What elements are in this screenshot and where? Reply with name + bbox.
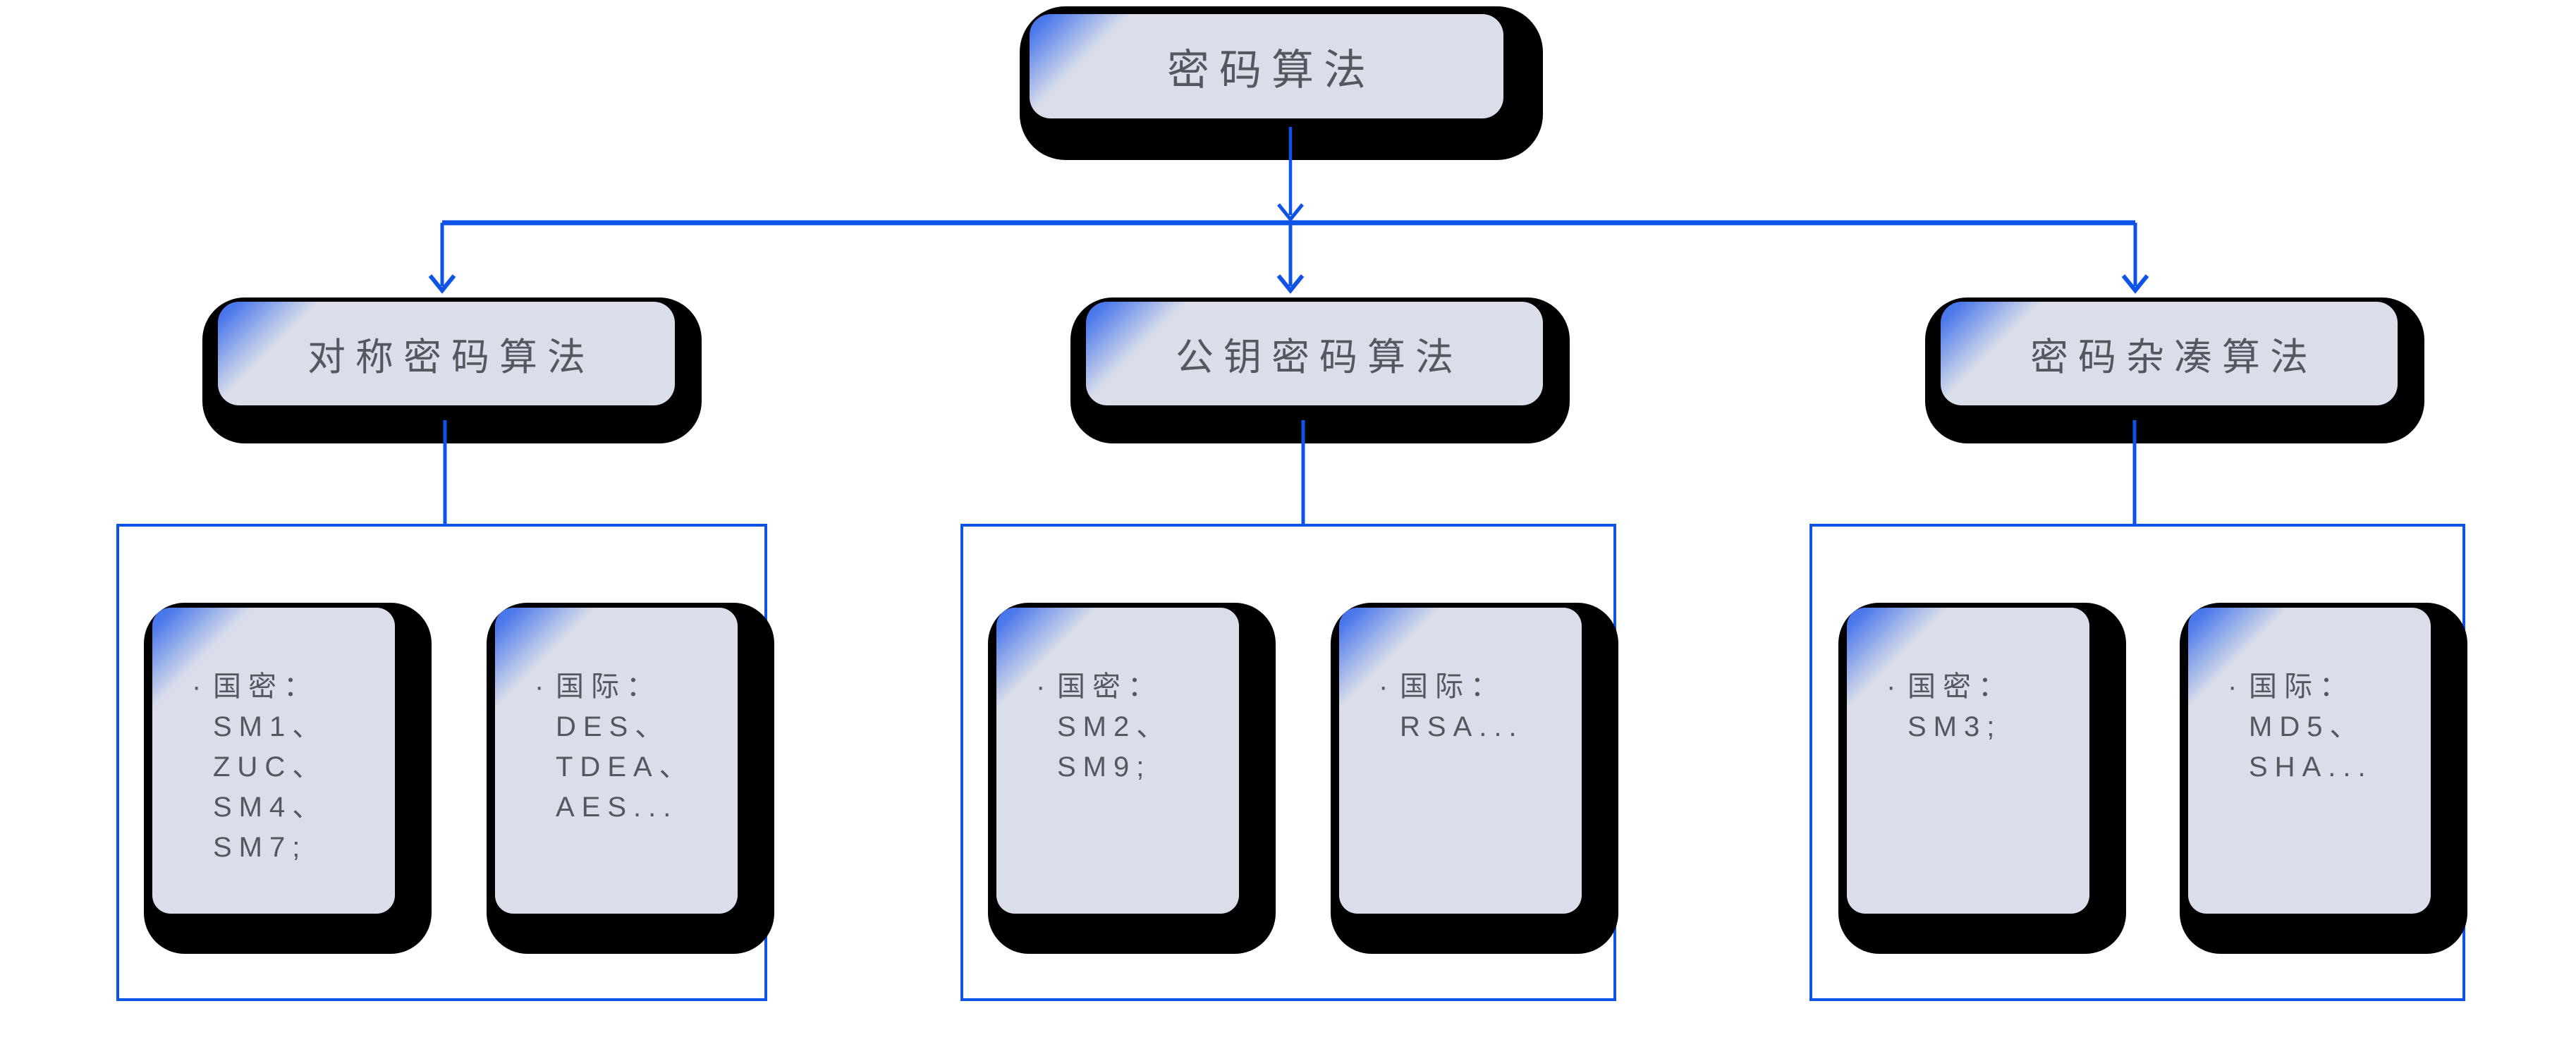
bullet-dot: · <box>2228 671 2238 702</box>
card-title-line: · 国际： <box>2228 667 2425 707</box>
arrowhead-right-down-icon <box>2121 274 2149 294</box>
group-public-key: · 国密： SM2、 SM9; · 国际： RSA... <box>960 524 1616 1001</box>
card-title-line: · 国际： <box>1379 667 1576 707</box>
bullet-dot: · <box>192 671 202 702</box>
card-title: 国际： <box>1400 671 1506 702</box>
arrowhead-root-down-icon <box>1277 203 1304 222</box>
card-item: ZUC、 <box>213 752 328 783</box>
card-title: 国密： <box>1057 671 1163 702</box>
card-item: SM4、 <box>213 792 328 823</box>
card-item: SM1、 <box>213 711 328 742</box>
node-symmetric-label: 对称密码算法 <box>307 336 595 379</box>
card-item: SM7; <box>213 832 307 863</box>
bullet-dot: · <box>535 671 544 702</box>
card-item: SM2、 <box>1057 711 1172 742</box>
card-symmetric-intl: · 国际： DES、 TDEA、 AES... <box>495 608 738 914</box>
node-symmetric: 对称密码算法 <box>218 302 675 405</box>
card-title: 国际： <box>2249 671 2355 702</box>
card-item: TDEA、 <box>556 752 695 783</box>
card-item: SM3; <box>1907 711 2002 742</box>
group-hash: · 国密： SM3; · 国际： MD5、 SHA... <box>1809 524 2465 1001</box>
node-root-label: 密码算法 <box>1167 46 1376 94</box>
card-item: AES... <box>556 792 678 823</box>
arrowhead-middle-down-icon <box>1276 274 1305 294</box>
node-root: 密码算法 <box>1030 14 1503 118</box>
bullet-dot: · <box>1886 671 1896 702</box>
card-item: DES、 <box>556 711 671 742</box>
card-item: SHA... <box>2249 752 2373 783</box>
card-item: SM9; <box>1057 752 1152 783</box>
card-title: 国际： <box>556 671 661 702</box>
card-title-line: · 国际： <box>535 667 732 707</box>
card-title: 国密： <box>213 671 319 702</box>
node-public-key: 公钥密码算法 <box>1086 302 1543 405</box>
card-public-key-guomi: · 国密： SM2、 SM9; <box>996 608 1239 914</box>
node-hash-label: 密码杂凑算法 <box>2030 336 2318 379</box>
bullet-dot: · <box>1036 671 1046 702</box>
card-item: RSA... <box>1400 711 1524 742</box>
arrowhead-left-down-icon <box>428 274 456 294</box>
node-hash: 密码杂凑算法 <box>1941 302 2398 405</box>
card-public-key-intl: · 国际： RSA... <box>1339 608 1582 914</box>
card-title-line: · 国密： <box>1036 667 1233 707</box>
bullet-dot: · <box>1379 671 1388 702</box>
card-hash-intl: · 国际： MD5、 SHA... <box>2188 608 2431 914</box>
card-title-line: · 国密： <box>192 667 389 707</box>
card-title: 国密： <box>1907 671 2013 702</box>
group-symmetric: · 国密： SM1、 ZUC、 SM4、 SM7; · 国际： DES、 TDEA、… <box>116 524 767 1001</box>
node-public-key-label: 公钥密码算法 <box>1176 336 1463 379</box>
card-title-line: · 国密： <box>1886 667 2084 707</box>
card-item: MD5、 <box>2249 711 2365 742</box>
card-hash-guomi: · 国密： SM3; <box>1847 608 2089 914</box>
card-symmetric-guomi: · 国密： SM1、 ZUC、 SM4、 SM7; <box>152 608 395 914</box>
